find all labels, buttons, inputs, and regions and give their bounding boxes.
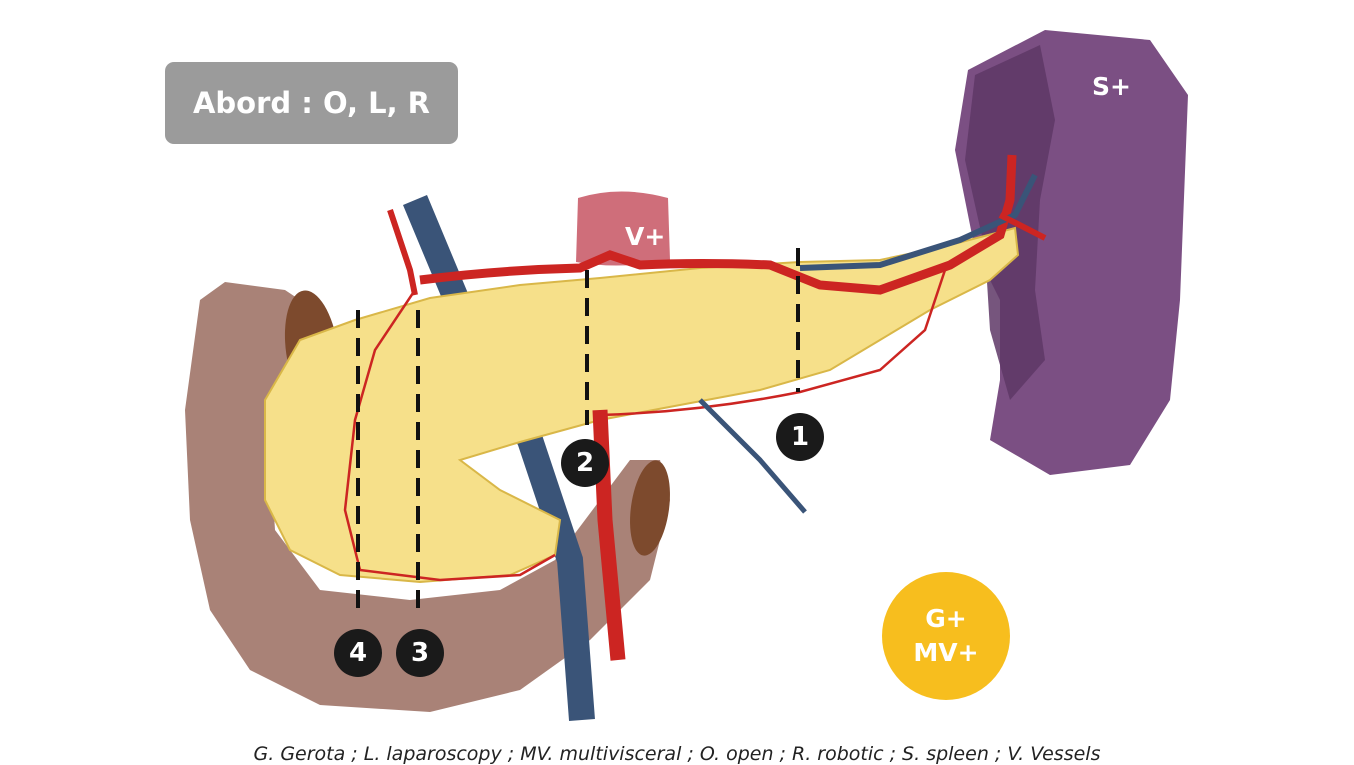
section-marker-4: 4 xyxy=(334,629,382,677)
spleen-label: S+ xyxy=(1092,72,1131,101)
gerota-multivisceral-badge: G+ MV+ xyxy=(882,572,1010,700)
multivisceral-label: MV+ xyxy=(913,636,978,670)
vessels-label: V+ xyxy=(625,222,665,251)
section-marker-3: 3 xyxy=(396,629,444,677)
legend-text: G. Gerota ; L. laparoscopy ; MV. multivi… xyxy=(0,743,1354,765)
section-marker-2: 2 xyxy=(561,439,609,487)
approach-box: Abord : O, L, R xyxy=(165,62,458,144)
gerota-label: G+ xyxy=(925,602,966,636)
section-marker-1: 1 xyxy=(776,413,824,461)
approach-text: Abord : O, L, R xyxy=(193,86,430,120)
